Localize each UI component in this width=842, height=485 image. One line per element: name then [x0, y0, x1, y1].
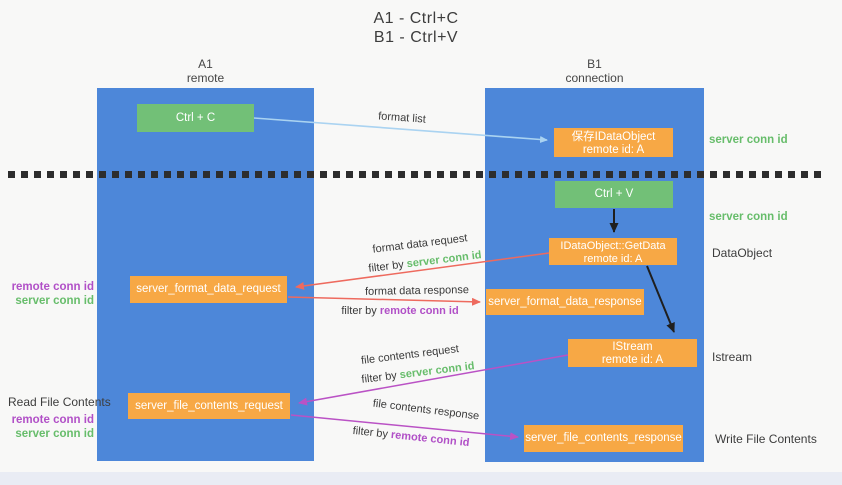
filter-remote-conn-id: remote conn id	[379, 305, 459, 317]
lane-b1-name: B1	[587, 57, 602, 71]
title-line-1: A1 - Ctrl+C	[373, 10, 459, 27]
node-server-format-data-request: server_format_data_request	[130, 276, 287, 303]
edge-label-file-contents-response: file contents response	[372, 397, 480, 423]
filter-prefix: filter by	[360, 369, 401, 386]
label-istream: Istream	[712, 350, 753, 364]
node-server-file-contents-response: server_file_contents_response	[524, 425, 683, 452]
label-server-conn-id-1: server conn id	[15, 295, 94, 307]
node-ctrl-c: Ctrl + C	[137, 104, 254, 132]
edge-label-filter-by-remote-1: filter by remote conn id	[341, 305, 458, 317]
node-ctrl-v: Ctrl + V	[555, 181, 673, 208]
filter-prefix: filter by	[352, 424, 392, 441]
node-server-format-data-response: server_format_data_response	[486, 289, 644, 315]
edge-label-format-list: format list	[377, 110, 427, 126]
node-save-idataobject: 保存IDataObject remote id: A	[554, 128, 673, 157]
node-server-file-contents-request: server_file_contents_request	[128, 393, 290, 419]
lane-a1-subtitle: remote	[186, 71, 225, 85]
lane-b1-subtitle: connection	[565, 71, 624, 85]
label-write-file-contents: Write File Contents	[715, 432, 817, 446]
label-conn-pair-format: remote conn id server conn id	[8, 280, 94, 308]
diagram-title: A1 - Ctrl+C B1 - Ctrl+V	[0, 9, 832, 47]
node-istream-line1: IStream	[612, 341, 653, 353]
arrow-format-data-response	[287, 296, 481, 306]
node-save-idataobject-line1: 保存IDataObject	[571, 130, 656, 143]
edge-label-filter-by-remote-2: filter by remote conn id	[352, 425, 470, 449]
label-conn-pair-file: remote conn id server conn id	[8, 413, 94, 441]
filter-prefix: filter by	[341, 305, 380, 317]
dotted-separator-line	[8, 171, 823, 178]
node-istream-line2: remote id: A	[601, 354, 664, 366]
filter-prefix: filter by	[367, 258, 408, 275]
node-istream: IStream remote id: A	[568, 339, 697, 367]
node-getdata-line2: remote id: A	[583, 252, 643, 265]
label-remote-conn-id-1: remote conn id	[11, 281, 94, 293]
label-server-conn-id-top: server conn id	[709, 134, 788, 146]
filter-server-conn-id: server conn id	[399, 360, 476, 382]
label-server-conn-id-2: server conn id	[15, 428, 94, 440]
label-read-file-contents: Read File Contents	[8, 395, 111, 409]
node-idataobject-getdata: IDataObject::GetData remote id: A	[549, 238, 677, 265]
label-remote-conn-id-2: remote conn id	[11, 414, 94, 426]
bottom-strip	[0, 472, 842, 485]
lane-header-a1: A1 remote	[97, 57, 314, 85]
node-getdata-line1: IDataObject::GetData	[560, 239, 666, 252]
filter-server-conn-id: server conn id	[406, 249, 483, 271]
label-server-conn-id-mid: server conn id	[709, 211, 788, 223]
lane-a1-name: A1	[198, 57, 213, 71]
node-save-idataobject-line2: remote id: A	[582, 143, 645, 156]
edge-label-format-data-response: format data response	[364, 284, 470, 298]
title-line-2: B1 - Ctrl+V	[373, 29, 459, 46]
label-dataobject: DataObject	[712, 246, 773, 260]
lane-header-b1: B1 connection	[485, 57, 704, 85]
filter-remote-conn-id: remote conn id	[390, 428, 470, 450]
